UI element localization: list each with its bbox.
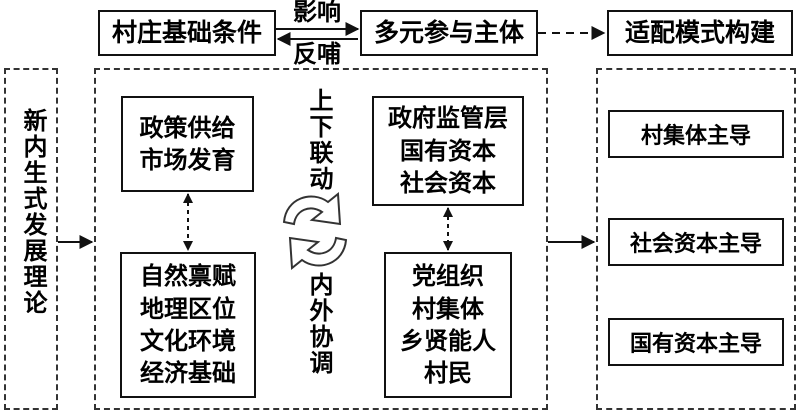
model-construction-label: 适配模式构建 [624,18,775,48]
party-village-box: 党组织 村集体 乡贤能人 村民 [384,252,512,398]
influence-label: 影响 [293,0,341,26]
model-village-collective-box: 村集体主导 [608,110,784,158]
feedback-label: 反哺 [293,39,341,68]
model-social-capital-box: 社会资本主导 [608,218,784,266]
multi-actors-label: 多元参与主体 [373,18,524,48]
policy-market-box: 政策供给 市场发育 [121,96,254,192]
models-frame [596,68,796,410]
middle-frame [94,68,548,410]
cycle-arrows-icon [282,192,348,270]
inner-outer-label: 内外协调 [305,272,334,376]
theory-label: 新内生式发展理论 [19,108,48,316]
model-state-capital-label: 国有资本主导 [629,331,762,357]
model-village-collective-label: 村集体主导 [640,123,751,149]
top-down-label: 上下联动 [305,88,334,192]
model-state-capital-box: 国有资本主导 [608,318,784,366]
village-conditions-label: 村庄基础条件 [111,18,262,48]
endowments-box: 自然禀赋 地理区位 文化环境 经济基础 [120,252,256,398]
gov-capital-box: 政府监管层 国有资本 社会资本 [372,96,524,206]
multi-actors-box: 多元参与主体 [360,10,538,56]
model-construction-box: 适配模式构建 [607,10,793,56]
model-social-capital-label: 社会资本主导 [629,231,762,257]
village-conditions-box: 村庄基础条件 [98,10,276,56]
theory-box [4,68,58,410]
